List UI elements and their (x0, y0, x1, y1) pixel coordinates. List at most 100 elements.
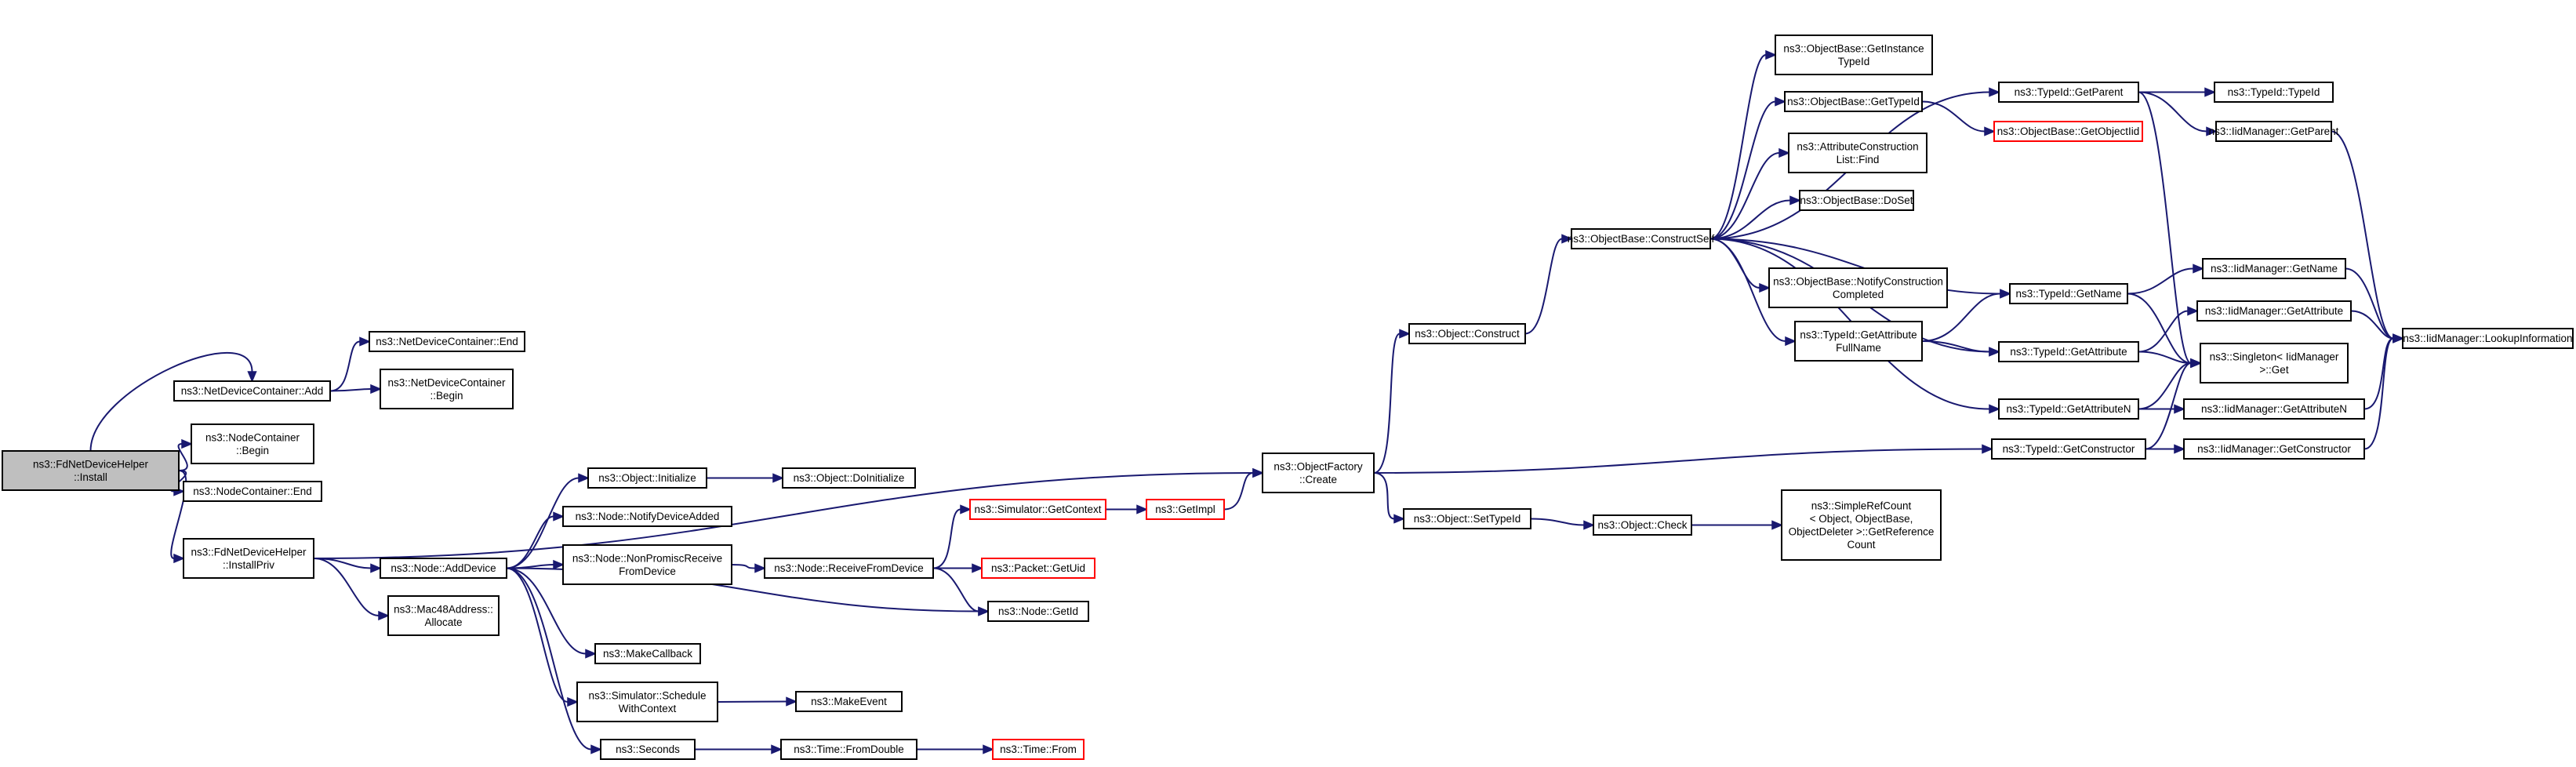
node-makecallback[interactable]: ns3::MakeCallback (594, 643, 701, 664)
node-tid_getattrn[interactable]: ns3::TypeId::GetAttributeN (1998, 398, 2139, 420)
node-seconds[interactable]: ns3::Seconds (600, 739, 696, 760)
node-simplerefcount[interactable]: ns3::SimpleRefCount< Object, ObjectBase,… (1781, 489, 1942, 561)
edge-seconds-to-fromdouble (694, 744, 783, 754)
node-label: FullName (1836, 342, 1881, 354)
node-box (1998, 82, 2139, 103)
node-notify_dev[interactable]: ns3::Node::NotifyDeviceAdded (562, 506, 732, 527)
node-installpriv[interactable]: ns3::FdNetDeviceHelper::InstallPriv (183, 538, 314, 579)
node-node_adddevice[interactable]: ns3::Node::AddDevice (380, 558, 507, 579)
node-mac48[interactable]: ns3::Mac48Address::Allocate (387, 595, 500, 636)
edge-arrowhead (754, 563, 766, 573)
node-tid_typeid[interactable]: ns3::TypeId::TypeId (2214, 82, 2334, 103)
node-ob_doset[interactable]: ns3::ObjectBase::DoSet (1799, 190, 1914, 211)
edge-obj_check-to-simplerefcount (1691, 520, 1783, 530)
node-label: ns3::MakeCallback (603, 648, 692, 660)
edge-ob_constructself-to-tid_getattrfull (1709, 238, 1797, 347)
node-ndc_add[interactable]: ns3::NetDeviceContainer::Add (173, 380, 331, 402)
node-box (1768, 267, 1948, 308)
node-iid_lookup[interactable]: ns3::IidManager::LookupInformation (2402, 328, 2574, 349)
node-label: ns3::TypeId::GetConstructor (2003, 443, 2135, 455)
node-obj_construct[interactable]: ns3::Object::Construct (1408, 323, 1526, 344)
node-box (987, 601, 1089, 622)
node-nc_end[interactable]: ns3::NodeContainer::End (183, 481, 322, 502)
node-obj_init[interactable]: ns3::Object::Initialize (587, 467, 707, 489)
node-time_from[interactable]: ns3::Time::From (992, 739, 1085, 760)
edge-obj_construct-to-ob_constructself (1524, 234, 1573, 335)
node-label: Count (1847, 539, 1875, 551)
edge-arrowhead (2174, 444, 2185, 454)
node-ndc_begin[interactable]: ns3::NetDeviceContainer::Begin (380, 369, 514, 409)
node-obj_check[interactable]: ns3::Object::Check (1593, 514, 1692, 536)
edge-line (2331, 130, 2394, 340)
node-box (969, 499, 1106, 520)
node-label: ns3::NetDeviceContainer::Add (181, 385, 324, 397)
node-box (2, 450, 180, 491)
node-nc_begin[interactable]: ns3::NodeContainer::Begin (191, 423, 314, 464)
node-obj_doinit[interactable]: ns3::Object::DoInitialize (782, 467, 916, 489)
node-iid_getctor[interactable]: ns3::IidManager::GetConstructor (2183, 438, 2365, 460)
edge-line (1709, 54, 1767, 240)
node-label: List::Find (1837, 154, 1880, 165)
node-label: ns3::Singleton< IidManager (2210, 351, 2339, 362)
edge-arrowhead (2000, 289, 2011, 299)
node-box (2200, 343, 2349, 384)
edge-line (2138, 351, 2192, 364)
node-tid_getctor[interactable]: ns3::TypeId::GetConstructor (1991, 438, 2146, 460)
edge-line (1373, 448, 1983, 474)
node-pkt_getuid[interactable]: ns3::Packet::GetUid (981, 558, 1095, 579)
edge-root-to-nc_begin (177, 438, 193, 471)
edge-line (2138, 310, 2189, 353)
edge-line (1223, 472, 1254, 511)
node-iid_getparent[interactable]: ns3::IidManager::GetParent (2209, 121, 2339, 142)
node-box (2202, 258, 2346, 279)
edge-arrowhead (978, 606, 990, 616)
node-label: Allocate (424, 616, 462, 628)
node-makeevent[interactable]: ns3::MakeEvent (795, 691, 903, 712)
node-sim_getctx[interactable]: ns3::Simulator::GetContext (969, 499, 1106, 520)
edge-line (506, 567, 569, 703)
edge-arrowhead (786, 696, 798, 707)
edge-objfactory-to-obj_settypeid (1373, 472, 1405, 524)
node-ndc_end[interactable]: ns3::NetDeviceContainer::End (369, 331, 525, 352)
node-label: ns3::ObjectBase::DoSet (1800, 194, 1913, 206)
node-box (1998, 341, 2139, 362)
node-tid_getname[interactable]: ns3::TypeId::GetName (2009, 283, 2128, 304)
node-label: ns3::Object::Initialize (598, 472, 696, 484)
node-label: >::Get (2259, 364, 2288, 376)
node-label: ns3::Seconds (616, 743, 680, 755)
node-label: ns3::Simulator::Schedule (588, 689, 706, 701)
node-ob_constructself[interactable]: ns3::ObjectBase::ConstructSelf (1568, 228, 1715, 249)
edge-line (329, 340, 361, 392)
node-iid_getattr[interactable]: ns3::IidManager::GetAttribute (2196, 300, 2352, 322)
node-iid_getname[interactable]: ns3::IidManager::GetName (2202, 258, 2346, 279)
node-tid_getparent[interactable]: ns3::TypeId::GetParent (1998, 82, 2139, 103)
edge-line (506, 567, 592, 751)
edge-arrowhead (378, 610, 390, 621)
node-label: ns3::AttributeConstruction (1797, 140, 1918, 152)
edge-node_adddevice-to-nonpromisc (506, 559, 565, 570)
node-obj_settypeid[interactable]: ns3::Object::SetTypeId (1403, 508, 1531, 529)
edge-tid_getctor-to-iid_getctor (2145, 444, 2185, 454)
edge-ob_constructself-to-ob_getinst (1709, 49, 1777, 240)
node-singleton[interactable]: ns3::Singleton< IidManager >::Get (2200, 343, 2349, 384)
node-root[interactable]: ns3::FdNetDeviceHelper::Install (2, 450, 180, 491)
node-objfactory[interactable]: ns3::ObjectFactory::Create (1262, 453, 1375, 493)
node-tid_getattr[interactable]: ns3::TypeId::GetAttribute (1998, 341, 2139, 362)
node-recvfromdev[interactable]: ns3::Node::ReceiveFromDevice (764, 558, 934, 579)
node-ob_gettypeid[interactable]: ns3::ObjectBase::GetTypeId (1784, 91, 1923, 112)
node-ob_getobjectiid[interactable]: ns3::ObjectBase::GetObjectIid (1993, 121, 2143, 142)
node-label: ns3::IidManager::LookupInformation (2403, 333, 2572, 344)
node-getimpl[interactable]: ns3::GetImpl (1146, 499, 1225, 520)
node-box (2009, 283, 2128, 304)
node-fromdouble[interactable]: ns3::Time::FromDouble (780, 739, 917, 760)
node-node_getid[interactable]: ns3::Node::GetId (987, 601, 1089, 622)
node-ob_notify[interactable]: ns3::ObjectBase::NotifyConstructionCompl… (1768, 267, 1948, 308)
node-iid_getattrn[interactable]: ns3::IidManager::GetAttributeN (2183, 398, 2365, 420)
node-box (1788, 133, 1927, 173)
call-nodes: ns3::FdNetDeviceHelper::Install ns3::NetD… (2, 35, 2574, 760)
